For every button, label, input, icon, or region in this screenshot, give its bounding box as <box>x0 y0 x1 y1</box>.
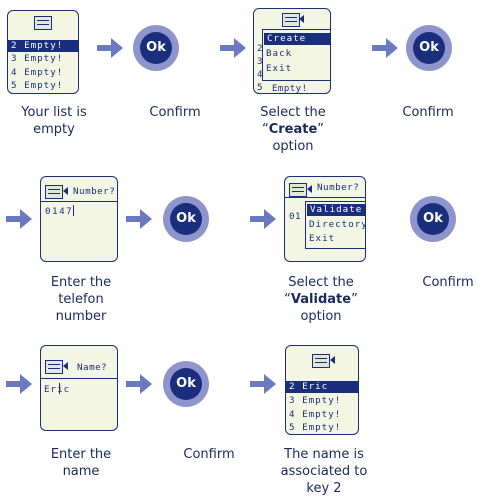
phonebook-icon <box>34 16 52 30</box>
quote-open: “ <box>284 292 291 307</box>
menu-item-back[interactable]: Back <box>266 48 293 59</box>
divider <box>41 201 117 203</box>
flow-arrow <box>250 209 276 229</box>
caption-text: option <box>272 139 314 154</box>
caption-text: The name is associated to key 2 <box>280 447 368 496</box>
context-menu: Create Back Exit <box>262 29 330 81</box>
back-arrow-icon <box>63 187 68 195</box>
screen-list-empty: 2 Empty! 3 Empty! 4 Empty! 5 Empty! <box>7 10 79 94</box>
menu-item-directory[interactable]: Directory <box>309 219 366 230</box>
ok-label: Ok <box>170 368 202 400</box>
phonebook-icon <box>45 185 63 199</box>
menu-item-create[interactable]: Create <box>264 33 330 45</box>
flow-arrow <box>97 38 123 58</box>
list-item-tail: Empty! <box>272 84 308 94</box>
caption-text: Your list is empty <box>21 105 87 137</box>
screen-create-menu: 2 3 4 5 Empty! Create Back Exit <box>253 8 331 94</box>
caption: Confirm <box>140 104 210 121</box>
list-item: 2 Eric <box>286 381 358 393</box>
caption-text: Enter the name <box>50 447 112 479</box>
screen-number-entry: Number? 0147 <box>40 176 118 262</box>
caption-emphasis: Validate <box>290 292 352 307</box>
phonebook-icon <box>312 354 330 368</box>
caption: Enter the name <box>42 446 120 480</box>
caption: The name is associated to key 2 <box>278 446 370 497</box>
ok-label: Ok <box>417 203 449 235</box>
caption-text: Confirm <box>149 105 201 120</box>
list-item: 3 Empty! <box>11 53 64 64</box>
number-input: 01 <box>289 211 302 222</box>
context-menu: Validate Directory Exit <box>305 201 366 249</box>
list-item: 4 Empty! <box>11 67 64 78</box>
menu-item-exit[interactable]: Exit <box>309 233 336 244</box>
caption-text: Select the <box>288 275 354 290</box>
ok-button[interactable]: Ok <box>163 196 209 242</box>
flow-arrow <box>250 374 276 394</box>
caption-text: Confirm <box>183 447 235 462</box>
list-item: 3 Empty! <box>289 395 342 406</box>
list-item: 2 Empty! <box>8 40 78 52</box>
ok-label: Ok <box>140 32 172 64</box>
text-cursor <box>59 383 61 394</box>
list-item: 5 Empty! <box>11 80 64 91</box>
divider <box>41 378 117 380</box>
caption: Select the “Validate” option <box>275 274 367 325</box>
ok-button[interactable]: Ok <box>133 25 179 71</box>
ok-label: Ok <box>413 32 445 64</box>
caption: Your list is empty <box>13 104 95 138</box>
list-item: 4 Empty! <box>289 409 342 420</box>
caption-emphasis: Create <box>268 122 318 137</box>
list-item-number: 2 <box>257 43 264 54</box>
list-item-number: 5 <box>257 82 264 93</box>
ok-button[interactable]: Ok <box>163 361 209 407</box>
ok-button[interactable]: Ok <box>406 25 452 71</box>
list-item-number: 3 <box>257 56 264 67</box>
phonebook-icon <box>282 13 300 27</box>
caption: Confirm <box>393 104 463 121</box>
field-title: Name? <box>77 362 108 373</box>
ok-label: Ok <box>170 203 202 235</box>
caption: Enter the telefon number <box>42 274 120 325</box>
screen-name-entry: Name? Eric <box>40 345 118 431</box>
phonebook-icon <box>289 183 307 197</box>
number-input[interactable]: 0147 <box>45 206 74 217</box>
caption: Confirm <box>174 446 244 463</box>
back-arrow-icon <box>307 185 312 193</box>
menu-item-exit[interactable]: Exit <box>266 63 293 74</box>
text-cursor <box>73 205 75 216</box>
list-item: 5 Empty! <box>289 422 342 433</box>
field-title: Number? <box>317 182 360 193</box>
flow-arrow <box>372 38 398 58</box>
phonebook-icon <box>45 360 63 374</box>
screen-validate-menu: Number? 01 Validate Directory Exit <box>284 176 366 262</box>
name-input[interactable]: Eric <box>44 384 71 395</box>
list-item-number: 4 <box>257 69 264 80</box>
caption-text: Select the <box>260 105 326 120</box>
field-title: Number? <box>73 186 116 197</box>
flow-arrow <box>220 38 246 58</box>
caption-text: Confirm <box>422 275 474 290</box>
caption: Confirm <box>413 274 483 291</box>
menu-item-validate[interactable]: Validate <box>307 204 365 216</box>
flow-arrow <box>6 374 32 394</box>
quote-open: “ <box>261 122 269 137</box>
flow-arrow <box>6 209 32 229</box>
back-arrow-icon <box>299 15 304 23</box>
ok-button[interactable]: Ok <box>410 196 456 242</box>
caption: Select the “Create” option <box>248 104 338 155</box>
back-arrow-icon <box>63 362 68 370</box>
divider <box>285 197 365 199</box>
quote-close: ” <box>317 122 325 137</box>
caption-text: Enter the telefon number <box>50 275 112 324</box>
caption-text: option <box>300 309 342 324</box>
back-arrow-icon <box>330 356 335 364</box>
screen-list-result: 2 Eric 3 Empty! 4 Empty! 5 Empty! <box>285 345 359 435</box>
flow-arrow <box>126 209 152 229</box>
caption-text: Confirm <box>402 105 454 120</box>
flow-arrow <box>126 374 152 394</box>
quote-close: ” <box>351 292 358 307</box>
